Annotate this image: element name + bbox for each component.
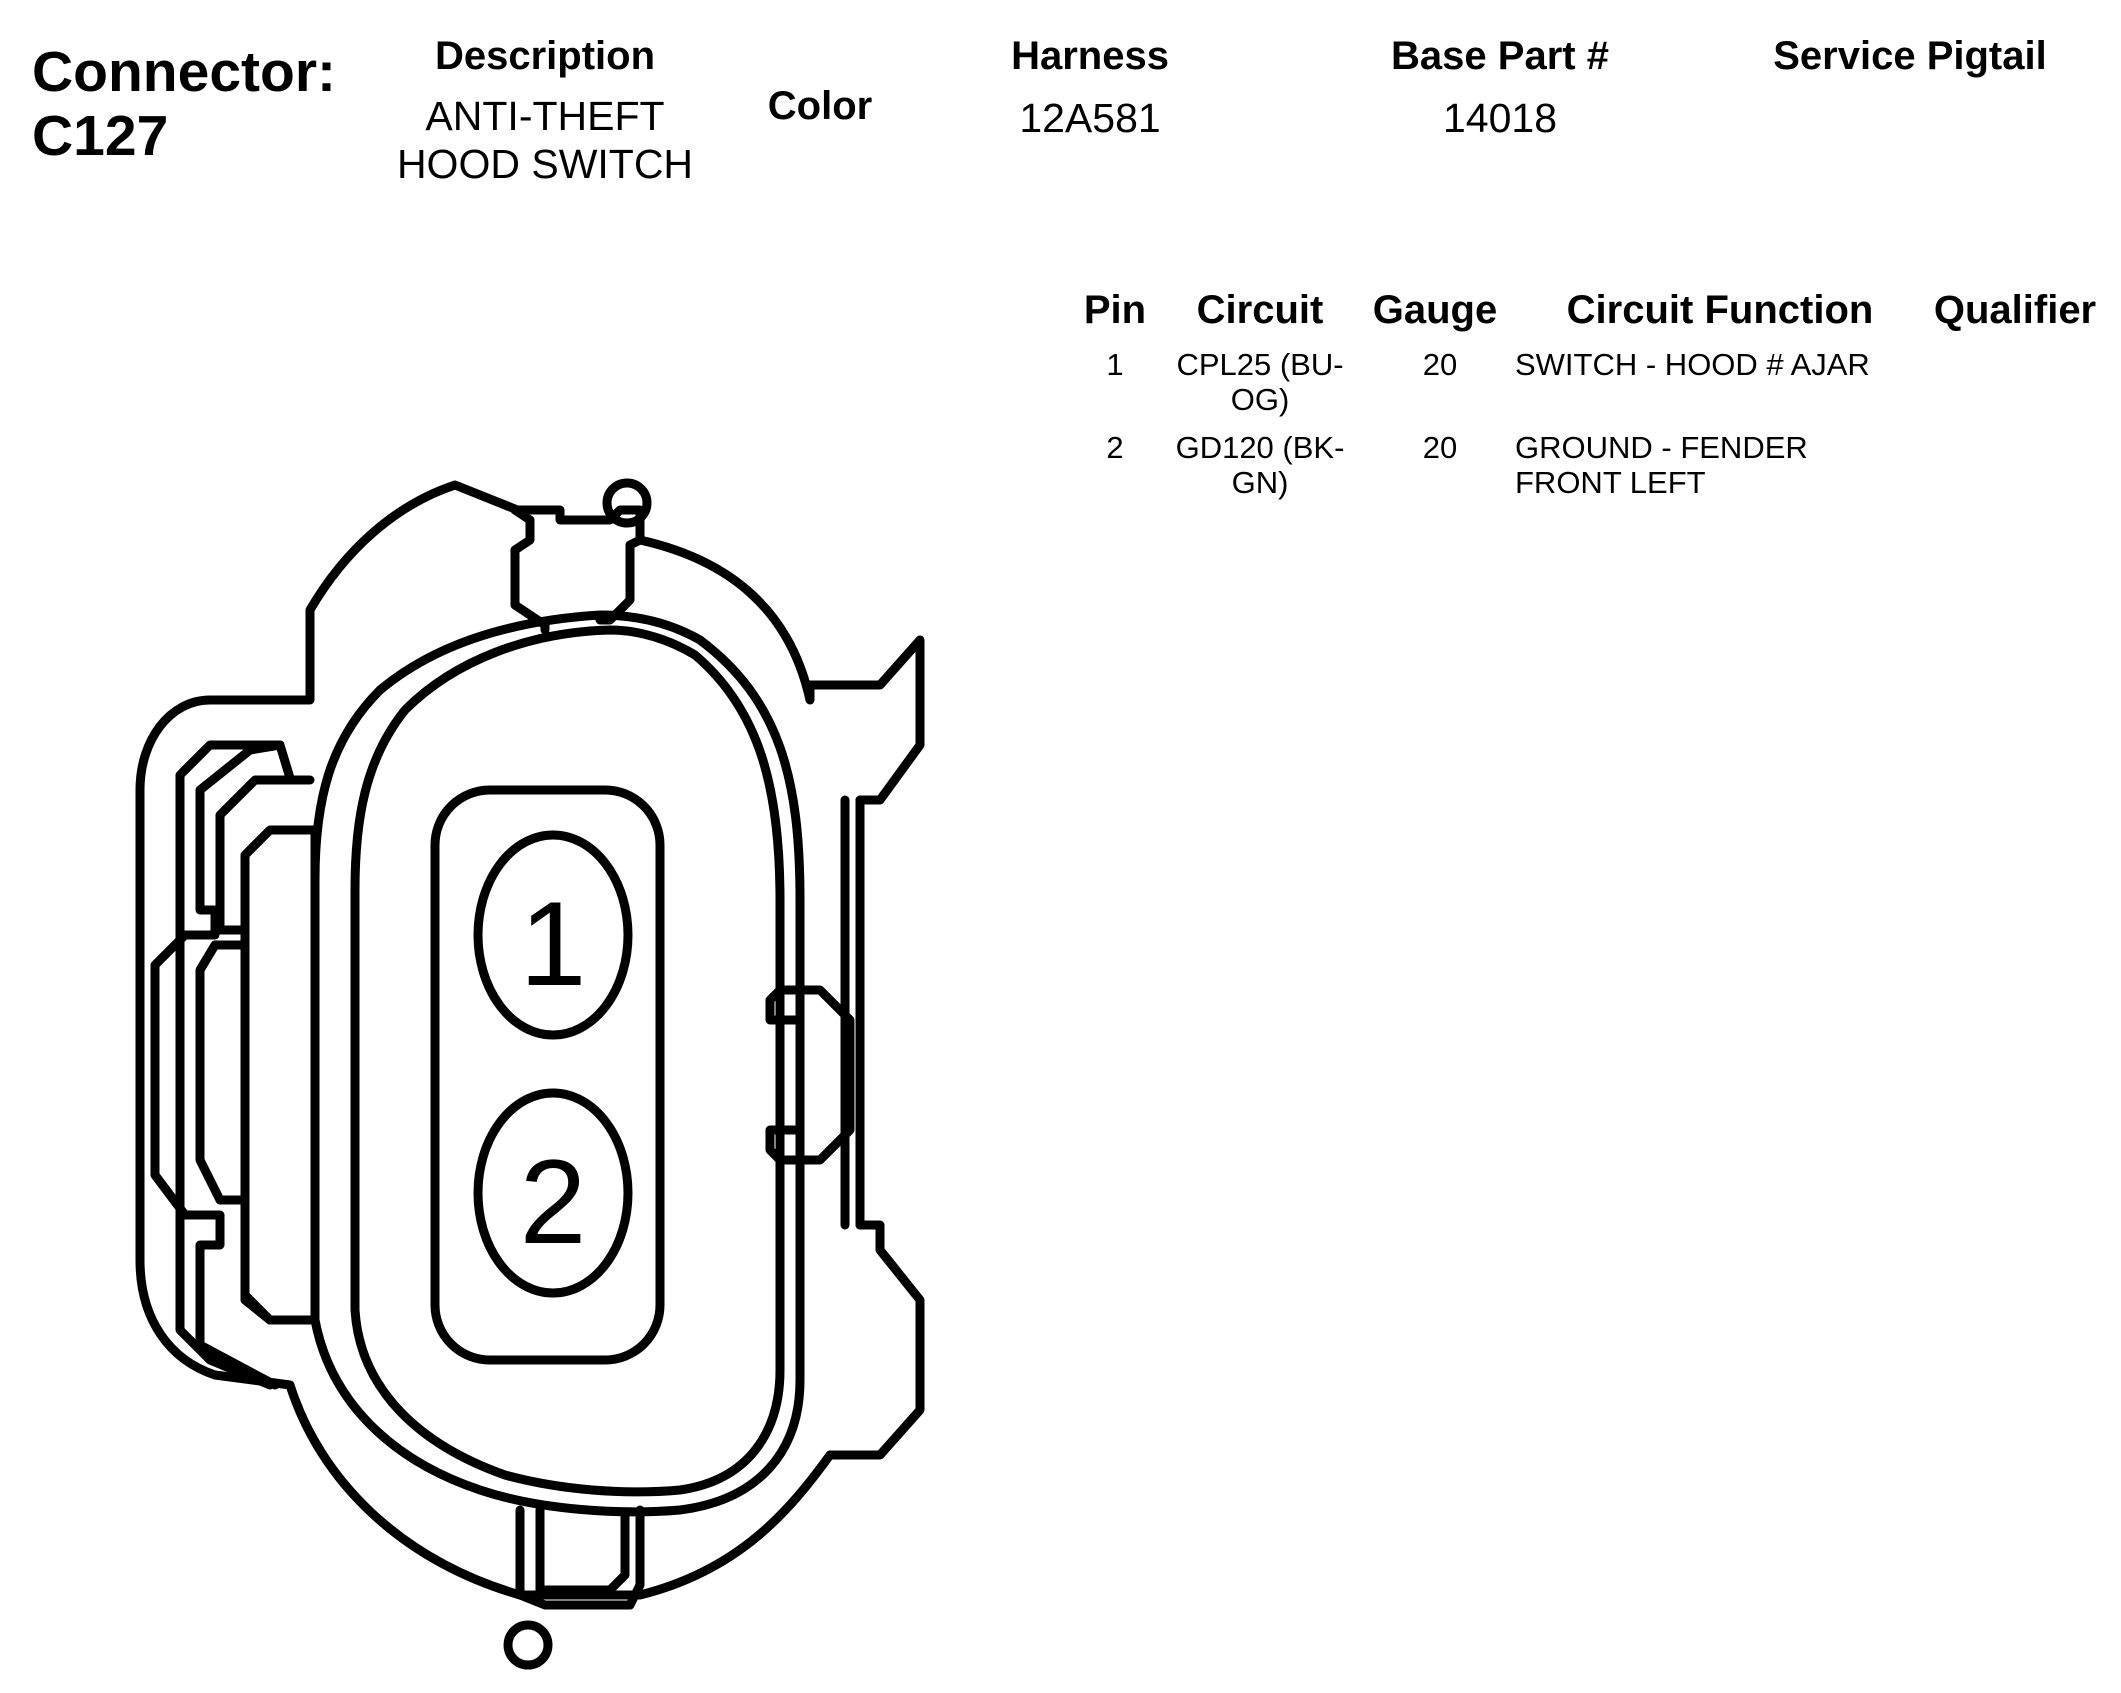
description-label: Description (434, 34, 656, 78)
color-label: Color (767, 84, 873, 128)
col-qualifier: Qualifier (1933, 288, 2097, 332)
row-2-pin: 2 (1106, 430, 1124, 465)
row-2-function-line-1: GROUND - FENDER (1515, 430, 1808, 465)
inner-housing (310, 610, 805, 1517)
harness-label: Harness (1011, 34, 1169, 78)
row-2-circuit-line-2: GN) (1231, 465, 1289, 500)
base-part-value: 14018 (1442, 95, 1557, 141)
row-2-circuit-line-1: GD120 (BK- (1175, 430, 1345, 465)
housing-ring-3 (350, 625, 785, 1497)
pin-1-label: 1 (520, 877, 587, 1011)
row-1-function-line-1: SWITCH - HOOD # AJAR (1515, 347, 1870, 382)
service-pigtail-label: Service Pigtail (1773, 34, 2047, 78)
col-gauge: Gauge (1372, 288, 1498, 332)
row-1-circuit: CPL25 (BU- OG) (1160, 347, 1360, 417)
connector-id: C127 (32, 104, 169, 168)
bottom-latch-ring (503, 1620, 553, 1670)
pin-cavity-block (430, 785, 665, 1365)
outer-housing (135, 480, 925, 1600)
row-1-gauge: 20 (1422, 347, 1458, 382)
row-2-function: GROUND - FENDER FRONT LEFT (1515, 430, 1915, 500)
description-line-1: ANTI-THEFT (425, 93, 665, 139)
harness-value: 12A581 (1019, 95, 1161, 141)
top-latch-left (510, 505, 550, 635)
top-latch (510, 505, 645, 625)
col-circuit: Circuit (1196, 288, 1324, 332)
col-circuit-function: Circuit Function (1566, 288, 1874, 332)
connector-label: Connector: (32, 40, 336, 104)
row-2-function-line-2: FRONT LEFT (1515, 465, 1706, 500)
right-latch (765, 985, 855, 1165)
outer-housing-top (635, 535, 925, 805)
top-latch-ring (602, 478, 652, 528)
pin-2-cavity (473, 1088, 633, 1298)
description-value: ANTI-THEFT HOOD SWITCH (370, 92, 720, 188)
row-1-circuit-line-1: CPL25 (BU- (1176, 347, 1344, 382)
left-window (240, 825, 320, 1325)
row-2-circuit: GD120 (BK- GN) (1160, 430, 1360, 500)
left-latch-mid (150, 740, 285, 1390)
bottom-latch (515, 1505, 645, 1610)
connector-title: Connector: C127 (32, 40, 336, 168)
pin-1-cavity (473, 830, 633, 1040)
col-pin: Pin (1083, 288, 1147, 332)
row-1-circuit-line-2: OG) (1230, 382, 1290, 417)
base-part-label: Base Part # (1391, 34, 1609, 78)
row-1-function: SWITCH - HOOD # AJAR (1515, 347, 1915, 382)
description-line-2: HOOD SWITCH (396, 141, 694, 187)
row-2-gauge: 20 (1422, 430, 1458, 465)
row-1-pin: 1 (1106, 347, 1124, 382)
bottom-latch-inner (535, 1505, 630, 1595)
pin-2-label: 2 (520, 1135, 587, 1269)
